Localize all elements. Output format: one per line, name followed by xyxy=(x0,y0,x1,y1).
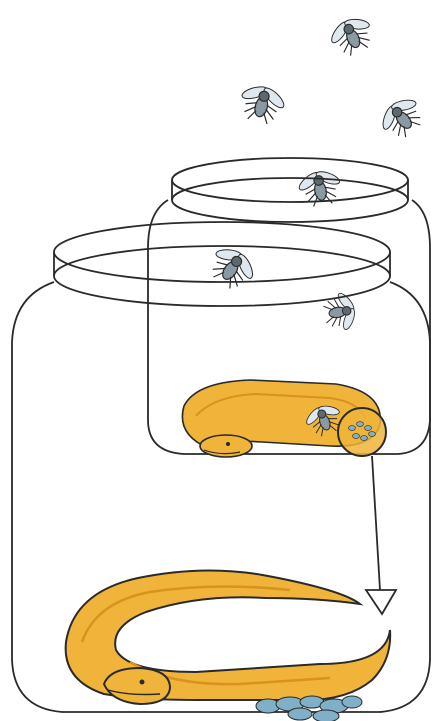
large-jar-worm xyxy=(66,570,391,704)
flying-fly xyxy=(321,289,360,334)
arrow xyxy=(366,456,396,614)
flying-fly xyxy=(373,89,431,146)
flying-fly xyxy=(324,9,380,61)
magnifier-circle xyxy=(338,408,386,456)
flying-fly xyxy=(234,79,290,128)
fly-eggs xyxy=(256,696,362,721)
